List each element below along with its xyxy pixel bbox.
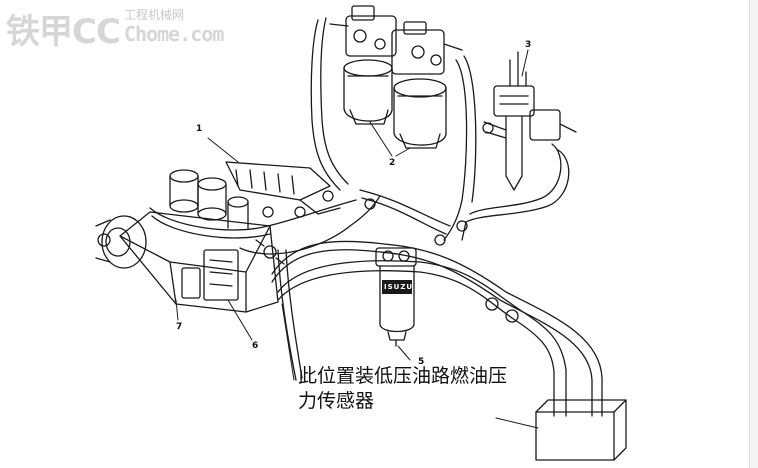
watermark-site-name: 工程机械网 xyxy=(124,8,185,22)
watermark-logo: 铁甲CC 工程机械网 Chome.com xyxy=(6,4,224,52)
caption-line-2: 力传感器 xyxy=(298,390,375,412)
water-separator xyxy=(375,247,417,361)
watermark-domain: Chome.com xyxy=(124,22,224,46)
watermark-brand: 铁甲CC xyxy=(6,12,121,52)
callout-7: 7 xyxy=(176,322,183,332)
tank-brand-label: ISUZU xyxy=(384,283,414,291)
callout-6: 6 xyxy=(252,341,259,351)
sensor-leader-line xyxy=(281,303,295,381)
tee-fittings xyxy=(434,220,519,323)
callout-2: 2 xyxy=(389,158,396,168)
injection-pump xyxy=(95,137,376,341)
callout-5: 5 xyxy=(418,357,425,367)
caption-line-1: 此位置装低压油路燃油压 xyxy=(298,365,508,387)
callout-1: 1 xyxy=(196,124,203,134)
fuel-tank xyxy=(495,399,627,461)
fuel-pipes xyxy=(149,17,603,417)
injector xyxy=(482,49,577,191)
callout-3: 3 xyxy=(525,40,532,50)
sensor-caption: 此位置装低压油路燃油压 力传感器 xyxy=(298,364,598,414)
fuel-filters xyxy=(329,5,463,157)
